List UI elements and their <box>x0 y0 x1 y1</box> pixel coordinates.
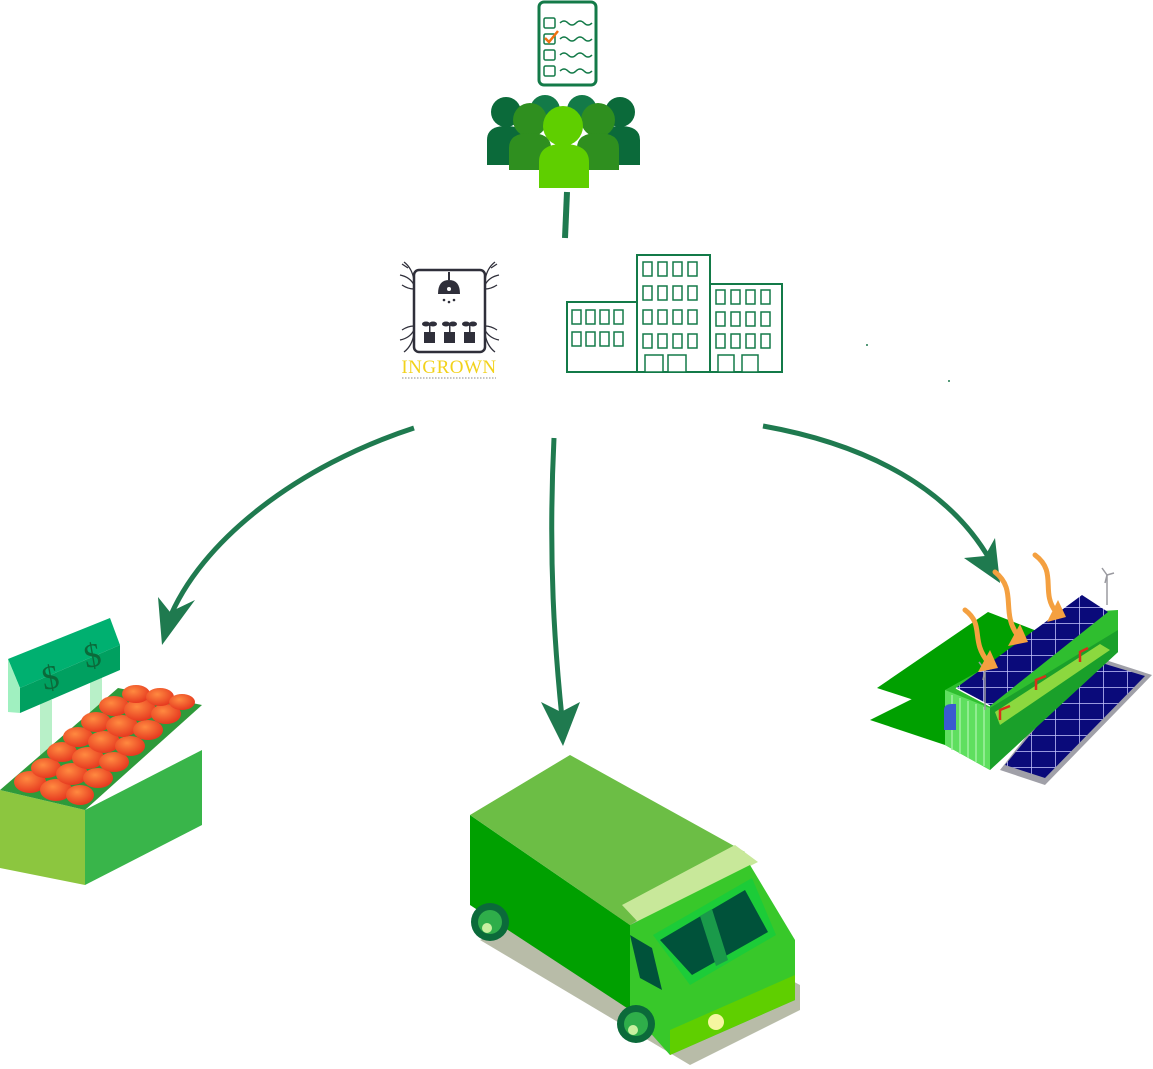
heat-arrow-icon <box>962 607 991 665</box>
arrowhead-greenhouse <box>964 538 1000 583</box>
arrow-to-market <box>165 425 415 623</box>
dollar-sign-icon: $ <box>81 636 104 675</box>
brand-name: INGROWN <box>401 357 496 378</box>
ingrown-logo: INGROWN <box>399 261 500 379</box>
community-group-icon <box>487 95 640 188</box>
dollar-sign-icon: $ <box>39 658 62 697</box>
delivery-van <box>470 755 800 1065</box>
arrowhead-van <box>541 702 580 746</box>
flow-arrows <box>165 423 993 719</box>
connector-line <box>562 191 570 239</box>
heat-arrow-icon <box>992 569 1021 639</box>
office-buildings-icon <box>566 254 783 373</box>
solar-greenhouse-container <box>870 552 1152 785</box>
checklist-icon <box>537 0 598 87</box>
heat-arrow-icon <box>1032 552 1059 615</box>
arrowhead-market <box>158 597 195 645</box>
arrow-to-van <box>549 437 565 719</box>
speck <box>866 344 868 346</box>
produce-market-stand: $ $ <box>0 618 202 885</box>
arrow-to-greenhouse <box>762 423 993 562</box>
speck <box>948 380 950 382</box>
